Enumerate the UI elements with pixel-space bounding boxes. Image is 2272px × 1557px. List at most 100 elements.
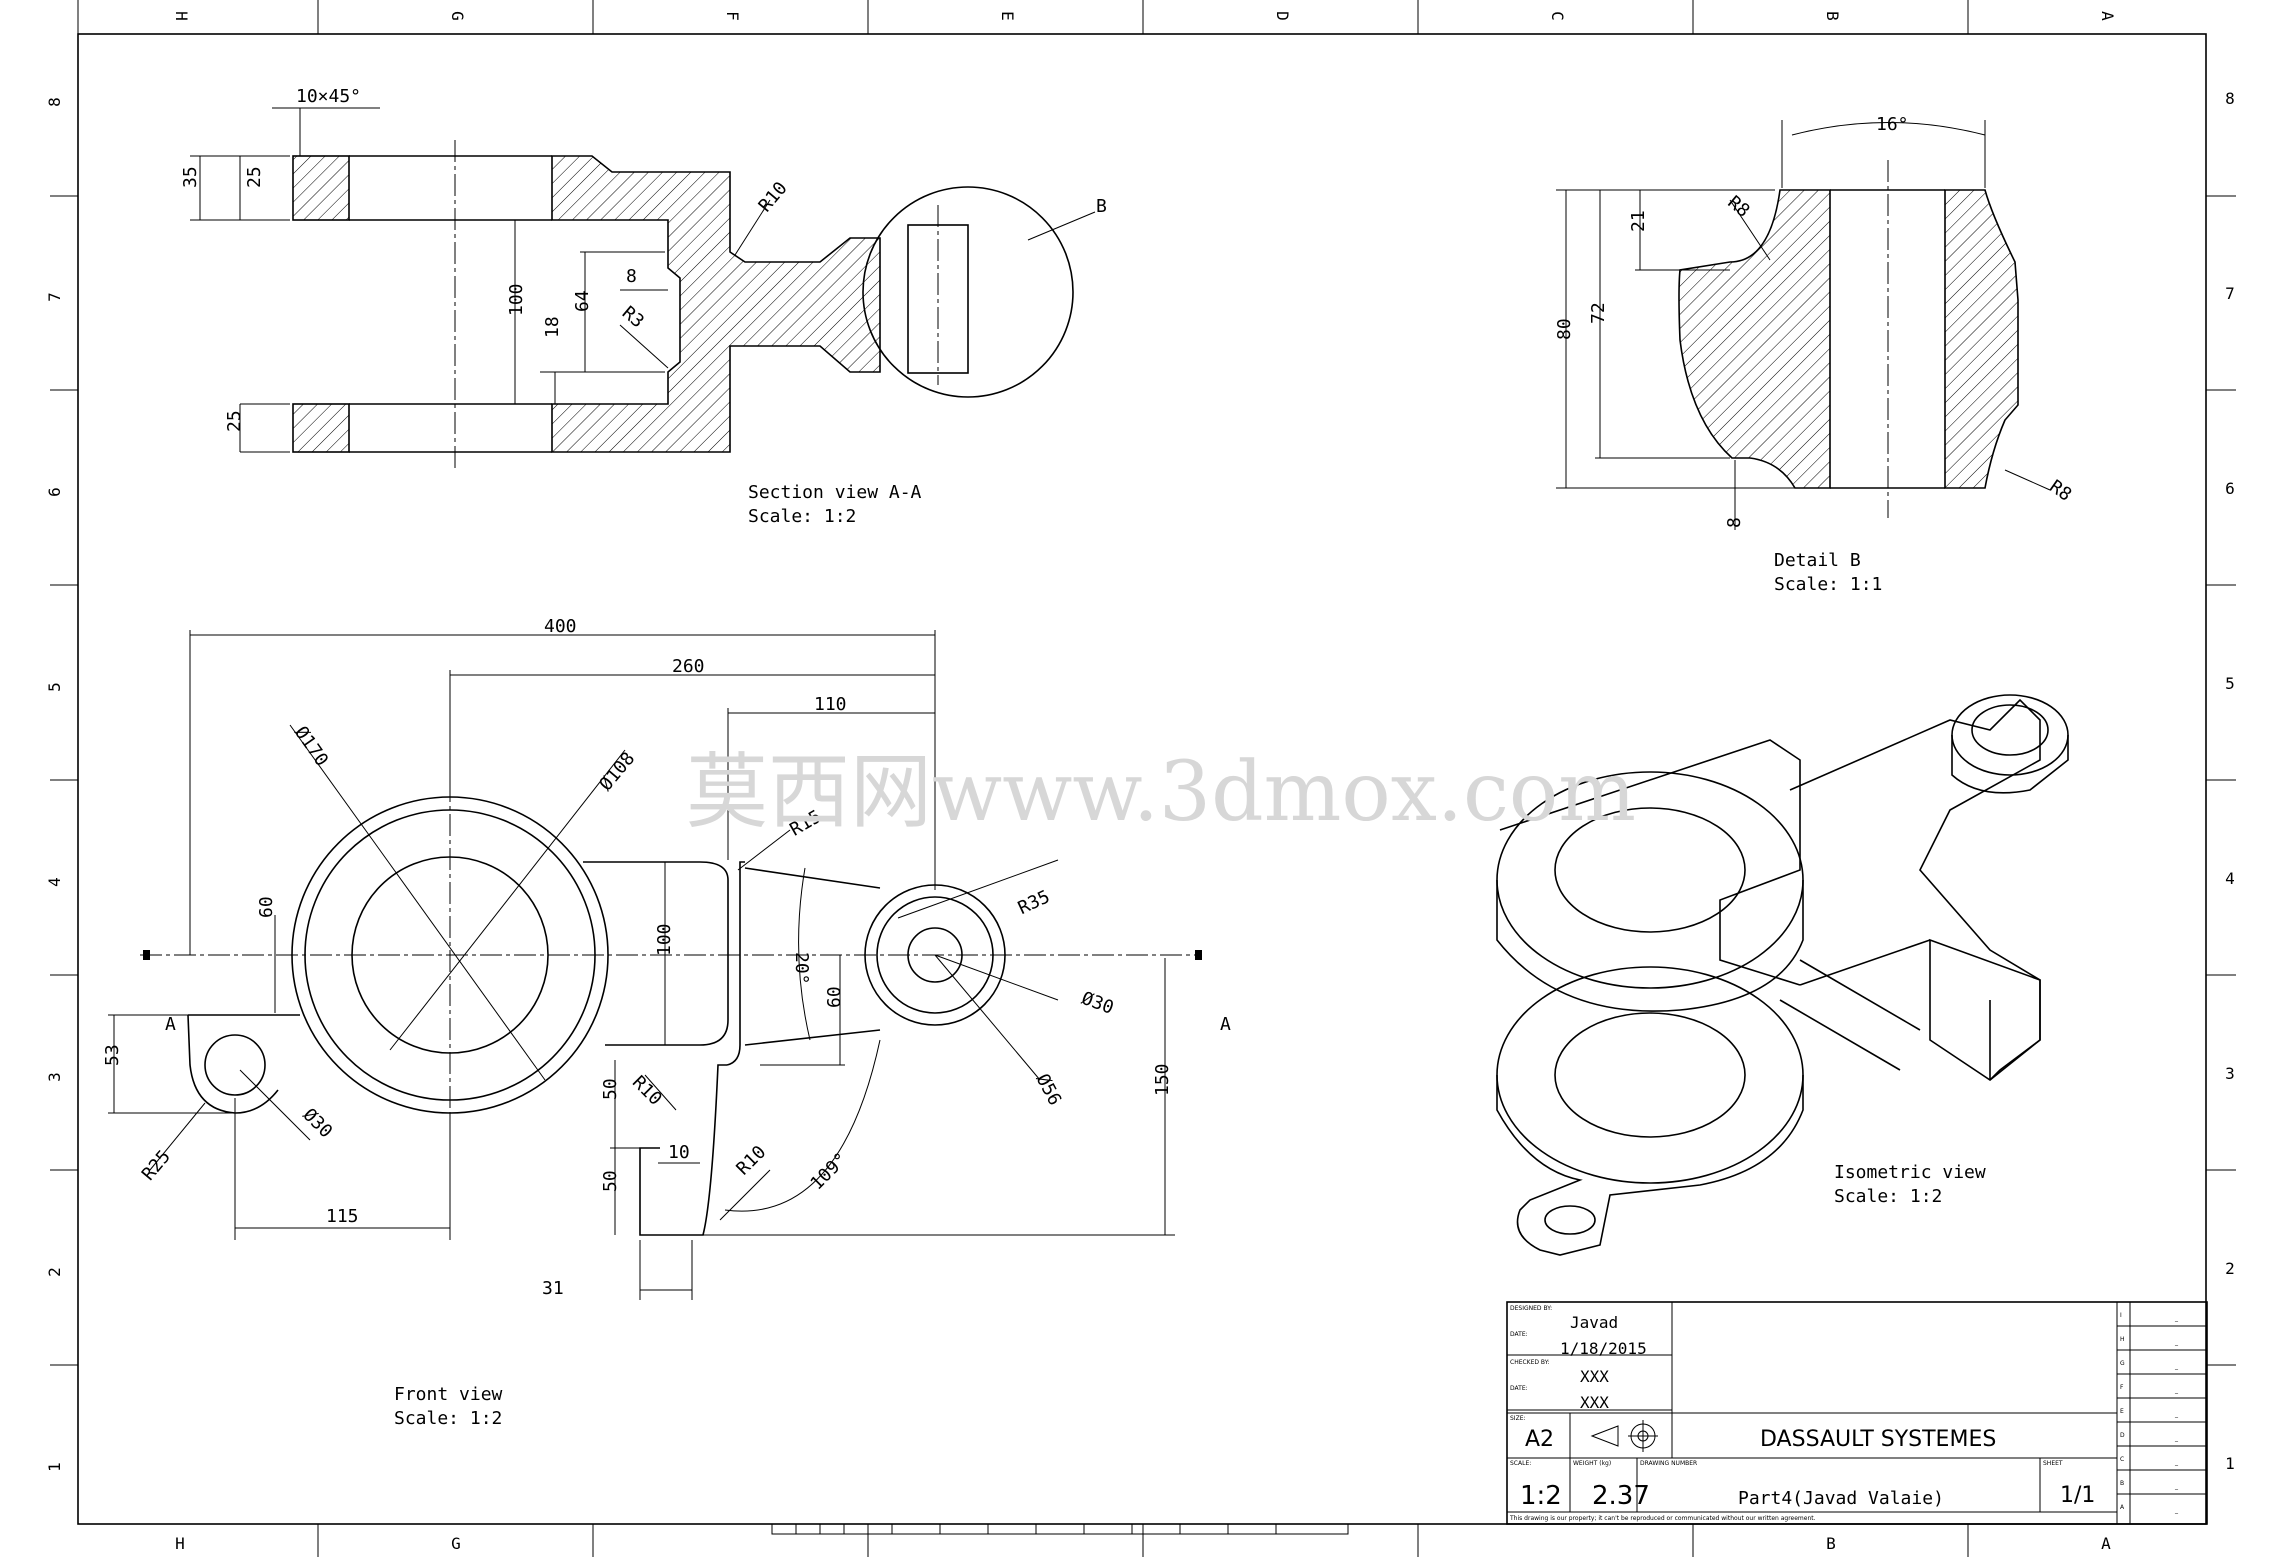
weight-value: 2.37 [1592,1481,1650,1511]
zone-bottom-h: H [175,1534,185,1553]
detail-ref-b: B [1096,196,1107,217]
zone-top-f: F [723,11,742,21]
projection-symbol [1590,1420,1658,1452]
rev-letter-i: I [2120,1312,2122,1319]
scale-value: 1:2 [1520,1481,1562,1511]
dim-r10-upper: R10 [628,1072,666,1110]
dim-dia30-left: Ø30 [299,1104,337,1142]
dim-dia170: Ø170 [290,723,332,771]
zone-top-h: H [172,11,191,21]
checked-by: XXX [1580,1367,1609,1386]
zone-marks [50,0,2236,1557]
dim-100-front: 100 [654,923,675,956]
detail-view-title: Detail B [1774,550,1861,571]
rev-letter-e: E [2120,1408,2124,1415]
dim-r3: R3 [618,302,648,332]
dim-50-lower: 50 [600,1170,621,1192]
company-name: DASSAULT SYSTEMES [1760,1427,1996,1452]
date2: XXX [1580,1393,1609,1412]
dim-r35: R35 [1015,886,1053,919]
rev-letter-b: B [2120,1480,2124,1487]
revision-column: I _ H _ G _ F _ E _ D _ C _ B _ A _ [2120,1312,2179,1514]
zone-left-2: 2 [45,1267,64,1277]
dim-21: 21 [1628,210,1649,232]
rev-value-f: _ [2174,1387,2179,1394]
date: 1/18/2015 [1560,1339,1647,1358]
drawing-number-label: DRAWING NUMBER [1640,1460,1697,1467]
zone-right-8: 8 [2225,89,2235,108]
dim-60-left: 60 [256,896,277,918]
dim-53: 53 [102,1044,123,1066]
iso-view-scale: Scale: 1:2 [1834,1186,1942,1207]
zone-top-b: B [1823,11,1842,21]
dim-r10-lower: R10 [732,1142,770,1180]
dim-109-deg: 109° [806,1149,852,1195]
rev-value-c: _ [2174,1459,2179,1466]
drawn-by: Javad [1570,1313,1618,1332]
dim-60-right: 60 [824,986,845,1008]
dim-150: 150 [1152,1063,1173,1096]
zone-right-7: 7 [2225,284,2235,303]
date-label: DATE: [1510,1331,1528,1338]
weight-label: WEIGHT (kg) [1573,1460,1611,1467]
scale-label: SCALE: [1510,1460,1531,1467]
zone-left-7: 7 [45,292,64,302]
zone-right-6: 6 [2225,479,2235,498]
zone-right-5: 5 [2225,674,2235,693]
iso-view-title: Isometric view [1834,1162,1986,1183]
zone-bottom-b: B [1826,1534,1836,1553]
front-view-title: Front view [394,1384,503,1405]
zone-top-d: D [1273,11,1292,21]
dim-115: 115 [326,1206,359,1227]
rev-letter-c: C [2120,1456,2124,1463]
dim-72: 72 [1588,302,1609,324]
dim-dia30-right: Ø30 [1079,988,1117,1019]
front-view-scale: Scale: 1:2 [394,1408,502,1429]
dim-64: 64 [572,290,593,312]
dim-10: 10 [668,1142,690,1163]
zone-left-8: 8 [45,97,64,107]
title-block: DESIGNED BY: Javad DATE: 1/18/2015 CHECK… [1506,1301,2208,1525]
size-label: SIZE: [1510,1415,1526,1422]
dim-25-bottom: 25 [224,410,245,432]
zone-top-a: A [2098,11,2117,21]
dim-r8-bottom: R8 [2045,476,2075,506]
rev-value-b: _ [2174,1483,2179,1490]
rev-letter-h: H [2120,1336,2125,1343]
isometric-view [1496,694,2069,1256]
section-view-scale: Scale: 1:2 [748,506,856,527]
dim-chamfer: 10×45° [296,86,361,107]
checked-label: CHECKED BY: [1510,1359,1550,1366]
rev-value-d: _ [2174,1435,2179,1442]
dim-80: 80 [1554,318,1575,340]
dim-r8-top: R8 [1723,192,1753,222]
zone-top-e: E [998,11,1017,21]
dim-50-upper: 50 [600,1078,621,1100]
rev-letter-d: D [2120,1432,2125,1439]
detail-view: 16° R8 21 72 80 8 R8 Detail B Scale: 1:1 [1554,114,2075,595]
rev-letter-a: A [2120,1504,2125,1511]
zone-left-4: 4 [45,877,64,887]
zone-right-4: 4 [2225,869,2235,888]
zone-bottom-a: A [2101,1534,2111,1553]
footer-note: This drawing is our property; it can't b… [1509,1515,1816,1522]
rev-letter-g: G [2120,1360,2125,1367]
dim-16-deg: 16° [1876,114,1909,135]
zone-labels: H G F E D C B A H G B A 8 7 6 5 4 3 2 1 … [45,11,2235,1553]
zone-right-2: 2 [2225,1259,2235,1278]
zone-top-c: C [1548,11,1567,21]
dim-8-detail: 8 [1724,517,1745,528]
section-view-title: Section view A-A [748,482,922,503]
date2-label: DATE: [1510,1385,1528,1392]
zone-right-1: 1 [2225,1454,2235,1473]
sheet-value: 1/1 [2060,1483,2095,1508]
dim-r10: R10 [755,178,792,216]
zone-left-1: 1 [45,1462,64,1472]
zone-left-6: 6 [45,487,64,497]
dim-31: 31 [542,1278,564,1299]
rev-letter-f: F [2120,1384,2124,1391]
part-name: Part4(Javad Valaie) [1738,1488,1944,1509]
section-view: 10×45° 35 25 25 100 18 64 8 R3 R10 B Sec… [180,86,1107,527]
front-view: 400 260 110 Ø170 Ø108 R15 R35 60 100 20°… [102,616,1231,1429]
